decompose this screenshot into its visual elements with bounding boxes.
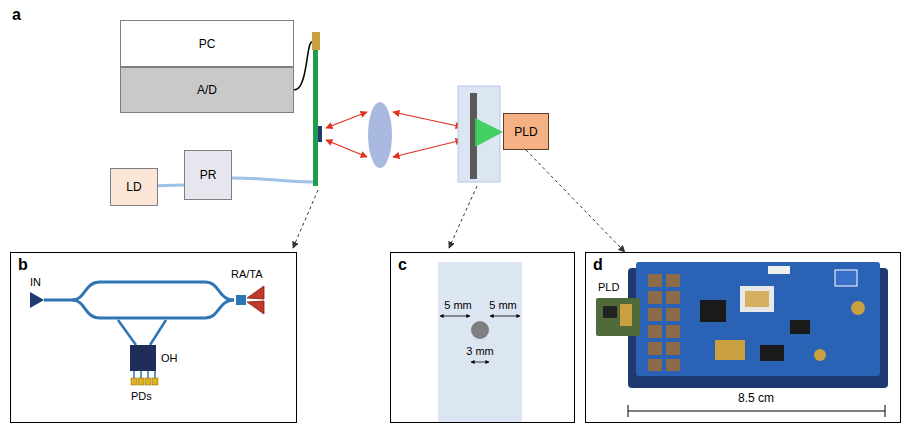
- dimension-tick: [628, 405, 629, 417]
- port-label: RA/TA: [231, 268, 263, 280]
- box-label: PLD: [514, 125, 537, 139]
- dimension-line: [628, 411, 885, 412]
- photodiode: [138, 378, 144, 385]
- rect-shape: [648, 342, 662, 355]
- box-label: PR: [200, 168, 217, 182]
- inductor-grid: [648, 274, 680, 371]
- ic-chip: [790, 320, 810, 334]
- connector: [526, 150, 625, 252]
- dimension-label: 3 mm: [466, 345, 494, 357]
- beam-arrow: [326, 140, 367, 157]
- panel-letter: a: [12, 6, 21, 24]
- panel-frame: c: [390, 252, 575, 423]
- component-label: PDs: [131, 390, 152, 402]
- pcb: [636, 262, 880, 376]
- waveguide-arm: [72, 300, 234, 318]
- photonic-chip: [313, 50, 318, 186]
- rect-shape: [666, 359, 680, 371]
- rect-shape: [666, 274, 680, 287]
- sma-connector: [851, 301, 865, 315]
- computer-box: PC: [120, 20, 294, 67]
- connector: [158, 184, 184, 188]
- antenna-spot: [318, 126, 322, 142]
- light-cone: [475, 118, 503, 147]
- rect-shape: [666, 325, 680, 338]
- sample-spot: [471, 321, 489, 339]
- connector: [715, 340, 745, 360]
- trimmer: [835, 270, 857, 286]
- dimension-arrow: [440, 316, 470, 317]
- signal-cable: [294, 42, 312, 90]
- photodiode: [152, 378, 158, 385]
- antenna-triangle: [247, 286, 264, 299]
- board-photo: [596, 262, 888, 388]
- sma-connector: [814, 349, 826, 361]
- rect-shape: [648, 325, 662, 338]
- panel-letter: b: [18, 256, 28, 274]
- pd-wire: [133, 371, 135, 378]
- dimension-tick: [885, 405, 886, 417]
- beam-arrow: [393, 112, 462, 127]
- zoom-arrow: [449, 186, 477, 248]
- pld-pins: [620, 304, 632, 326]
- panel-letter: c: [398, 256, 407, 274]
- controller-box: PR: [184, 150, 232, 200]
- header-pins: [768, 266, 790, 274]
- pd-wire: [154, 371, 156, 378]
- waveguide-tap: [150, 320, 166, 345]
- sample-slide: [438, 262, 522, 422]
- rect-shape: [648, 274, 662, 287]
- rect-shape: [666, 308, 680, 321]
- pd-wire: [147, 371, 149, 378]
- component-label: OH: [161, 352, 178, 364]
- rect-shape: [666, 342, 680, 355]
- rect-shape: [666, 291, 680, 304]
- ic-chip: [760, 345, 784, 361]
- ic-module: [745, 291, 769, 307]
- ic-module: [740, 286, 774, 312]
- waveguide-tap: [118, 320, 136, 345]
- antenna-triangle: [247, 301, 264, 314]
- optical-hybrid: [130, 345, 156, 371]
- ic-chip: [700, 300, 726, 322]
- port-label: IN: [30, 276, 41, 288]
- antenna-feed: [236, 295, 246, 305]
- dimension-label: 5 mm: [444, 299, 472, 311]
- rect-shape: [648, 308, 662, 321]
- chip-connector: [312, 32, 320, 50]
- pd-wire: [140, 371, 142, 378]
- box-label: LD: [126, 180, 141, 194]
- laser-box: LD: [110, 168, 158, 206]
- source-box: PLD: [503, 113, 549, 150]
- photodiode: [131, 378, 137, 385]
- lens: [368, 102, 392, 168]
- waveguide-arm: [44, 282, 234, 300]
- input-coupler: [30, 292, 44, 308]
- box-label: PC: [199, 37, 216, 51]
- component-label: PLD: [598, 281, 619, 293]
- pld-board: [596, 298, 640, 336]
- box-label: A/D: [197, 83, 217, 97]
- photodiode: [145, 378, 151, 385]
- zoom-arrow: [293, 190, 318, 248]
- converter-box: A/D: [120, 67, 294, 113]
- rect-shape: [648, 359, 662, 371]
- optical-fiber: [232, 178, 313, 182]
- beam-arrow: [326, 112, 367, 128]
- dimension-arrow: [471, 362, 489, 363]
- dimension-label: 8.5 cm: [738, 392, 774, 405]
- pld-chip: [603, 306, 617, 318]
- dimension-label: 5 mm: [489, 299, 517, 311]
- dimension-arrow: [490, 316, 520, 317]
- panel-letter: d: [593, 256, 603, 274]
- rect-shape: [648, 291, 662, 304]
- beam-arrow: [393, 140, 462, 157]
